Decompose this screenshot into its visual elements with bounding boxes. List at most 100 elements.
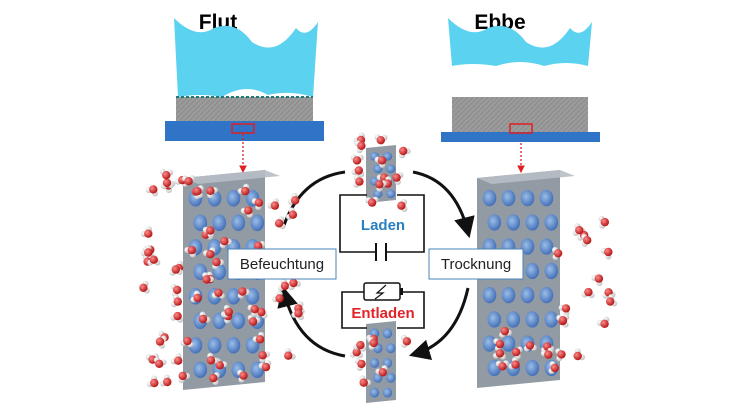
arrow-bottom-left [277, 285, 346, 358]
water-molecule [493, 349, 506, 360]
water-molecule [147, 255, 161, 266]
water-molecule [278, 278, 290, 291]
water-molecule [397, 199, 408, 212]
pore [520, 189, 535, 207]
pore [501, 335, 516, 352]
water-molecule [251, 198, 264, 211]
ebb-title: Ebbe [474, 11, 525, 34]
water-molecule [291, 309, 304, 321]
flood-zoom-box [231, 123, 255, 134]
water-molecule [399, 146, 411, 159]
water-molecule [202, 226, 215, 238]
flood-panel: Flut [165, 11, 324, 174]
water-molecule [591, 274, 604, 286]
pore [188, 337, 203, 354]
pore [525, 262, 540, 280]
water-molecule [184, 245, 196, 258]
water-molecule [606, 294, 618, 307]
water-molecule [375, 180, 387, 192]
ebb-substrate [452, 97, 588, 132]
pore [501, 189, 516, 207]
water-molecule [540, 347, 554, 359]
water-molecule [206, 352, 219, 365]
water-molecule [170, 353, 183, 365]
water-molecule [212, 257, 224, 270]
water-molecule [495, 360, 509, 371]
pore [386, 343, 396, 354]
water-molecule [155, 335, 167, 349]
water-molecule [523, 341, 537, 352]
water-molecule [182, 175, 196, 186]
charge-circuit: Laden [339, 194, 425, 261]
pore [369, 387, 380, 398]
charged-electrode-block [366, 145, 396, 203]
water-molecule [258, 360, 272, 372]
pore [193, 214, 208, 232]
charge-label: Laden [361, 217, 405, 234]
water-molecule [365, 196, 379, 207]
drying-label: Trocknung [441, 256, 511, 273]
water-molecule [160, 374, 172, 387]
pore [231, 312, 246, 330]
pore [369, 358, 380, 368]
water-molecule [145, 185, 158, 197]
ebb-base-plate [441, 132, 600, 142]
water-molecule [555, 348, 566, 362]
pore [482, 189, 497, 207]
pore [231, 214, 246, 232]
pore [226, 190, 241, 207]
water-molecule [581, 287, 595, 299]
flood-bubble [236, 91, 256, 97]
water-molecule [353, 174, 364, 188]
water-molecule [219, 236, 232, 249]
pore [250, 214, 265, 232]
ebb-panel: Ebbe [441, 11, 600, 174]
pore [544, 214, 559, 231]
battery-terminal [400, 288, 403, 295]
pore [226, 288, 241, 305]
water-molecule [600, 247, 613, 260]
water-molecule [374, 134, 388, 145]
water-molecule [597, 316, 610, 328]
battery-icon [363, 282, 401, 301]
pore [539, 238, 554, 255]
water-molecule [193, 185, 204, 199]
water-molecule [572, 223, 584, 236]
water-molecule [401, 334, 412, 348]
pore [207, 337, 222, 354]
water-molecule [350, 154, 364, 165]
water-molecule [558, 304, 571, 316]
water-molecule [222, 304, 233, 318]
pore [487, 311, 502, 328]
water-molecule [286, 207, 298, 220]
pore [226, 337, 241, 354]
lightning-icon [374, 284, 387, 300]
ebb-zoom-box [509, 123, 533, 134]
water-molecule [354, 140, 366, 154]
pore [544, 311, 559, 328]
water-molecule [552, 247, 563, 260]
water-molecule [288, 192, 300, 205]
pore [525, 311, 540, 328]
pore [482, 335, 497, 352]
water-molecule [169, 265, 183, 276]
humidification-label: Befeuchtung [240, 256, 324, 273]
water-molecule [351, 166, 365, 178]
water-molecule [556, 314, 570, 325]
water-molecule [147, 375, 159, 388]
pore [482, 286, 497, 304]
water-molecule [140, 226, 153, 238]
water-molecule [160, 178, 174, 190]
water-molecule [272, 290, 284, 303]
water-molecule [139, 280, 150, 294]
water-molecule [508, 357, 520, 370]
pore [525, 359, 540, 377]
pore [525, 214, 540, 231]
water-molecule [171, 294, 182, 308]
water-molecule [252, 331, 265, 344]
water-molecule [206, 186, 218, 199]
water-molecule [375, 365, 388, 377]
pore [520, 286, 535, 304]
water-molecule [160, 169, 174, 180]
